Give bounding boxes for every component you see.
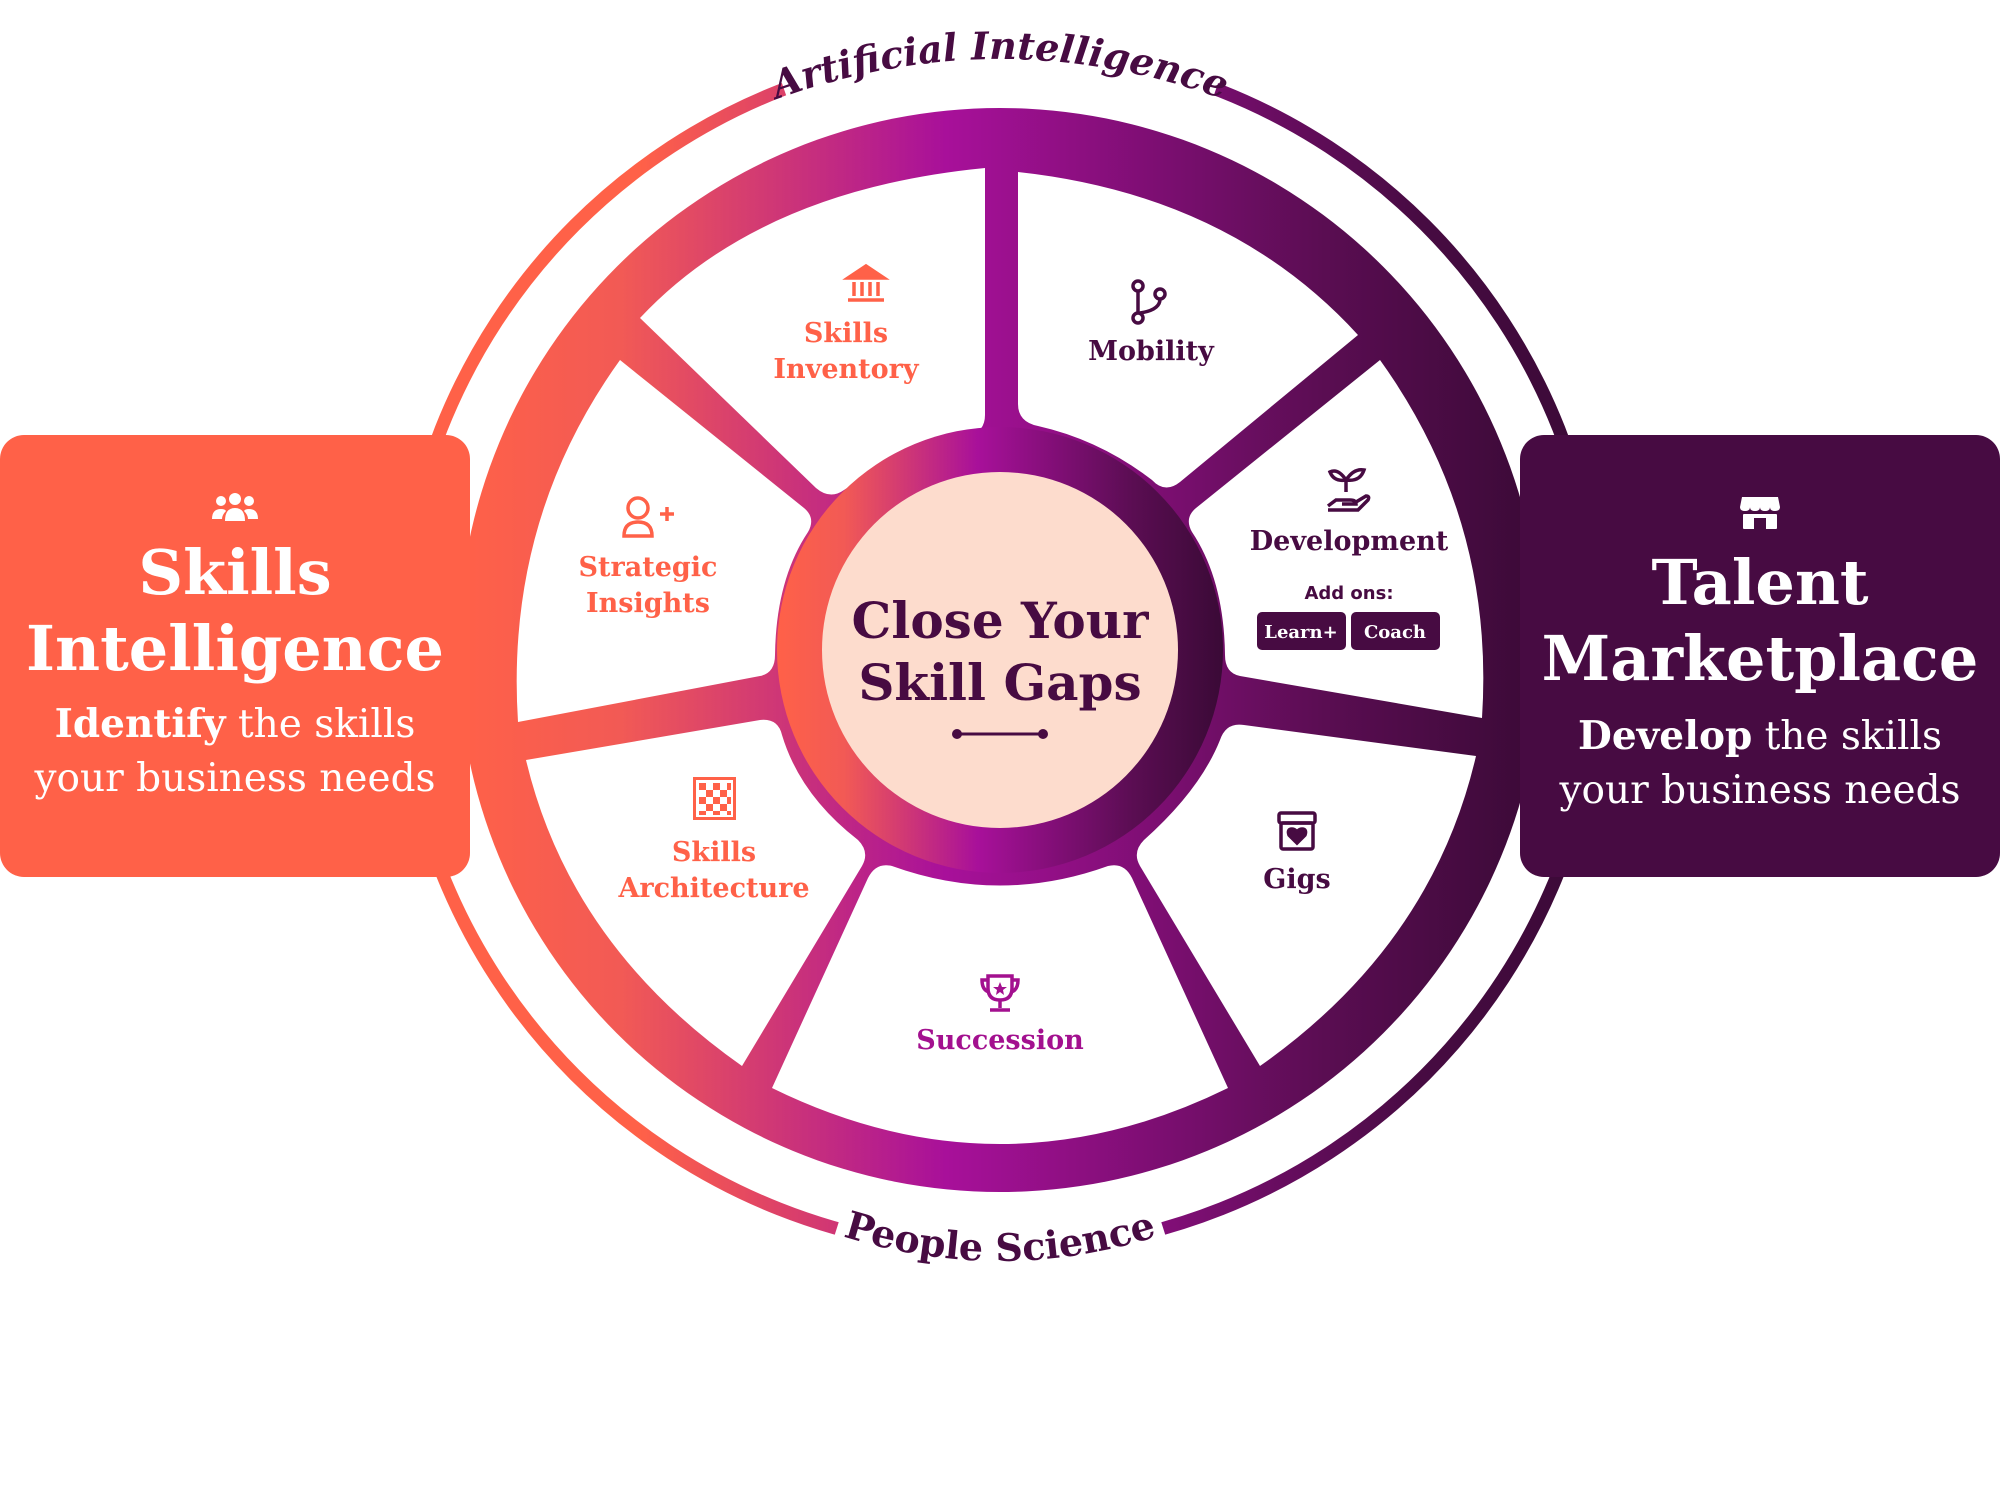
group-icon xyxy=(212,493,258,521)
skills-architecture-label-2: Architecture xyxy=(617,873,809,904)
talent-marketplace-title: Talent Marketplace xyxy=(1541,546,1979,695)
trophy-icon xyxy=(980,974,1020,1012)
strategic-insights-label-1: Strategic xyxy=(579,552,718,583)
skills-intelligence-subtitle: Identify the skills your business needs xyxy=(34,701,436,801)
addon-learn-plus[interactable]: Learn+ xyxy=(1257,612,1346,650)
center-title-line2: Skill Gaps xyxy=(858,653,1141,712)
segment-gigs[interactable] xyxy=(1136,724,1476,1066)
skills-intelligence-title: Skills Intelligence xyxy=(26,536,444,685)
center-title-line1: Close Your xyxy=(852,591,1150,650)
talent-marketplace-subtitle: Develop the skills your business needs xyxy=(1559,713,1961,813)
mobility-label: Mobility xyxy=(1088,336,1215,367)
development-addons-label: Add ons: xyxy=(1304,583,1393,604)
skills-architecture-label-1: Skills xyxy=(672,837,756,868)
heart-box-icon xyxy=(1277,811,1317,851)
store-icon xyxy=(1740,497,1780,529)
segment-skills-inventory[interactable] xyxy=(640,168,985,495)
bank-icon xyxy=(842,263,890,302)
center-disc[interactable] xyxy=(822,472,1178,828)
segment-skills-architecture[interactable] xyxy=(526,719,866,1066)
segment-strategic-insights[interactable] xyxy=(516,360,812,722)
succession-label: Succession xyxy=(916,1025,1084,1056)
branch-icon xyxy=(1131,279,1167,325)
gigs-label: Gigs xyxy=(1263,864,1330,895)
addon-coach[interactable]: Coach xyxy=(1351,612,1440,650)
svg-text:Coach: Coach xyxy=(1364,622,1426,643)
skills-inventory-label-1: Skills xyxy=(804,318,888,349)
development-label: Development xyxy=(1250,526,1449,557)
talent-marketplace-panel[interactable]: Talent Marketplace Develop the skills yo… xyxy=(1520,435,2000,877)
center-divider xyxy=(952,729,1048,739)
segment-mobility[interactable] xyxy=(1018,172,1358,488)
skills-intelligence-panel[interactable]: Skills Intelligence Identify the skills … xyxy=(0,435,470,877)
checker-grid-icon xyxy=(693,777,736,820)
svg-text:Learn+: Learn+ xyxy=(1264,622,1337,643)
skills-inventory-label-2: Inventory xyxy=(773,354,919,385)
strategic-insights-label-2: Insights xyxy=(586,588,710,619)
add-user-icon xyxy=(622,496,674,538)
plant-hand-icon xyxy=(1326,467,1371,512)
